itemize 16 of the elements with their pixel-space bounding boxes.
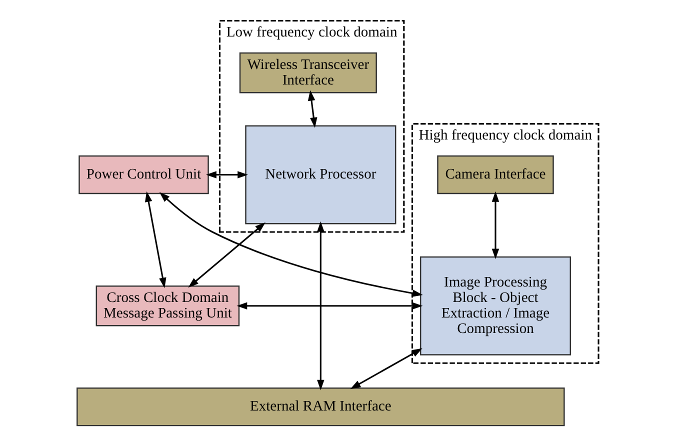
node-box: Network Processor <box>244 125 396 224</box>
arrow <box>206 171 248 178</box>
node-box: Wireless Transceiver Interface <box>238 52 376 94</box>
arrow <box>316 221 324 390</box>
arrow <box>307 90 317 128</box>
arrow <box>350 348 422 390</box>
arrow <box>144 191 166 288</box>
node-box: Camera Interface <box>436 155 554 194</box>
node-box: Power Control Unit <box>78 155 208 194</box>
arrow <box>158 192 422 297</box>
node-box: Image Processing Block - Object Extraction / Image Compression <box>419 256 571 356</box>
arrow <box>491 191 499 260</box>
arrow <box>188 222 265 288</box>
node-box: Cross Clock Domain Message Passing Unit <box>95 286 240 326</box>
node-box: External RAM Interface <box>76 387 564 426</box>
arrow <box>236 302 422 310</box>
